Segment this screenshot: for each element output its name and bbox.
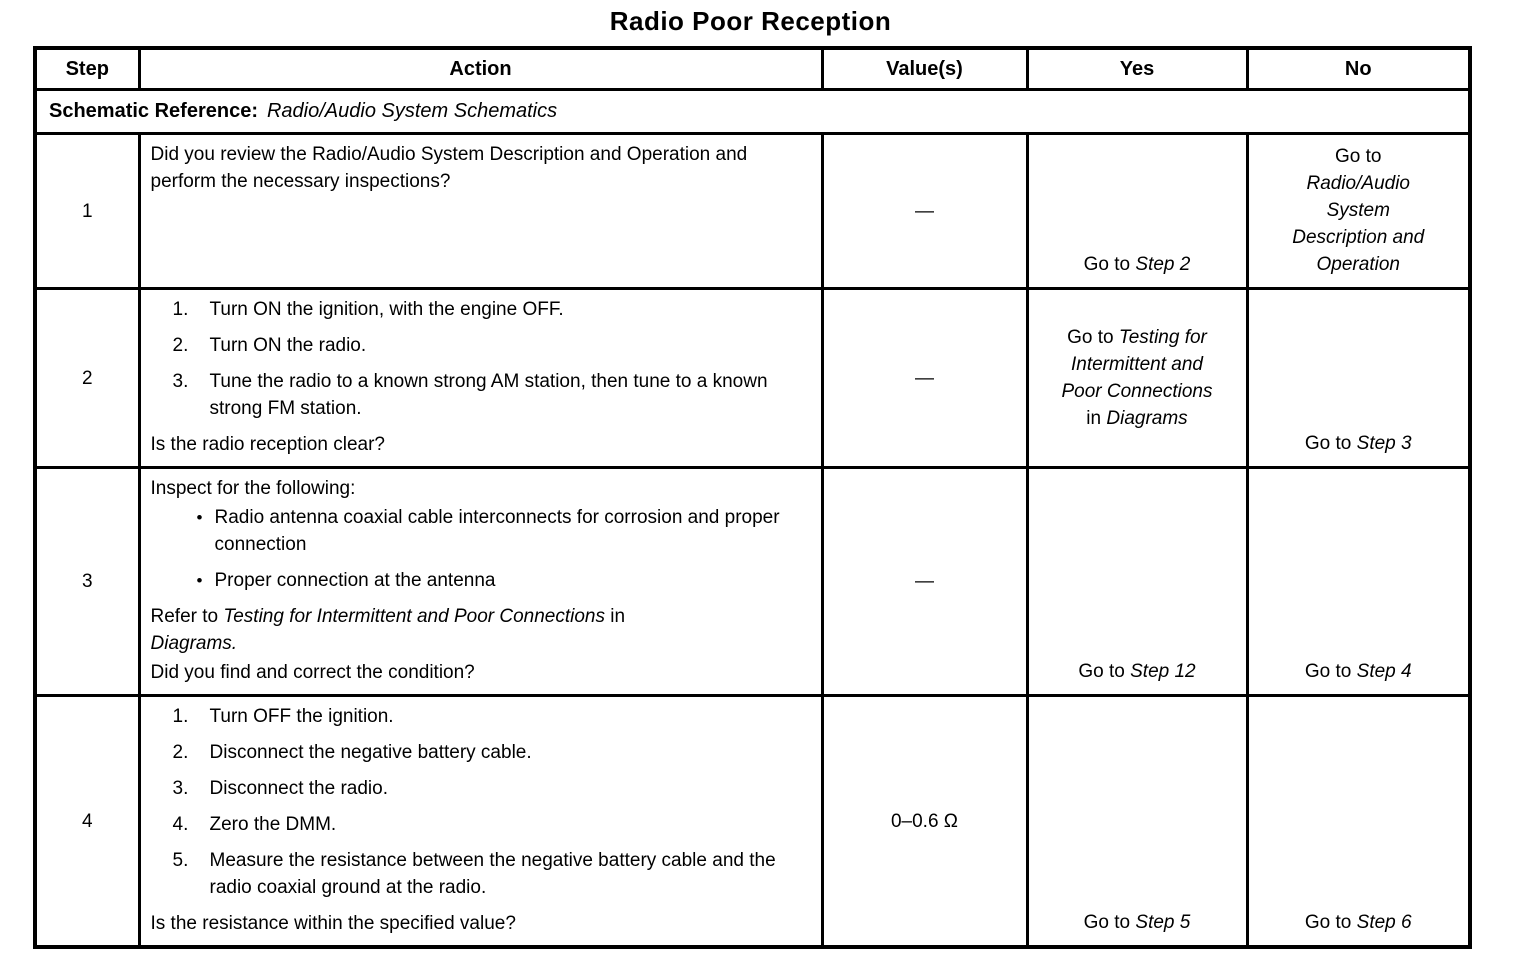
step-cell: 4 [33, 694, 141, 949]
action-numbered: 3. Disconnect the radio. [173, 775, 813, 802]
schematic-reference-row: Schematic Reference: Radio/Audio System S… [33, 88, 1472, 135]
schematic-reference-cell: Schematic Reference: Radio/Audio System S… [33, 88, 1472, 135]
bullet-marker: • [196, 571, 203, 590]
action-para: Refer to Testing for Intermittent and Po… [150, 606, 626, 654]
value-cell: — [820, 132, 1029, 290]
table-row: 2 1. Turn ON the ignition, with the engine… [33, 287, 1472, 469]
list-item-text: Zero the DMM. [209, 814, 337, 835]
list-number: 4. [172, 814, 189, 835]
list-number: 1. [172, 706, 189, 727]
col-header-values: Value(s) [820, 46, 1029, 91]
list-item-text: Radio antenna coaxial cable interconnect… [214, 507, 780, 555]
action-para: Is the resistance within the specified v… [150, 913, 516, 934]
action-numbered: 4. Zero the DMM. [173, 811, 813, 838]
step-cell: 2 [33, 287, 141, 469]
col-header-action: Action [137, 46, 824, 91]
action-numbered: 1. Turn OFF the ignition. [173, 703, 813, 730]
action-para: Inspect for the following: [150, 478, 356, 499]
col-header-step: Step [33, 46, 141, 91]
list-item-text: Turn ON the ignition, with the engine OF… [209, 299, 564, 320]
no-cell: Go to Step 4 [1245, 466, 1472, 697]
action-cell: Did you review the Radio/Audio System De… [137, 132, 824, 290]
schematic-reference-value: Radio/Audio System Schematics [266, 100, 558, 122]
action-numbered: 2. Turn ON the radio. [173, 332, 813, 359]
header-row: Step Action Value(s) Yes No [33, 46, 1472, 91]
action-para: Did you find and correct the condition? [150, 662, 475, 683]
action-numbered: 5. Measure the resistance between the neg… [173, 847, 813, 901]
yes-cell: Go to Step 12 [1025, 466, 1249, 697]
action-bullet: • Radio antenna coaxial cable interconnec… [197, 504, 813, 558]
list-number: 2. [172, 742, 189, 763]
table-row: 4 1. Turn OFF the ignition. 2. Disconnect th… [33, 694, 1472, 949]
no-cell: Go to Step 3 [1245, 287, 1472, 469]
title-wrap: Radio Poor Reception [33, 6, 1468, 37]
action-numbered: 3. Tune the radio to a known strong AM st… [173, 368, 813, 422]
list-number: 5. [172, 850, 189, 871]
list-item-text: Turn ON the radio. [209, 335, 367, 356]
value-cell: — [820, 466, 1029, 697]
list-item-text: Proper connection at the antenna [214, 570, 496, 591]
value-cell: — [820, 287, 1029, 469]
list-item-text: Turn OFF the ignition. [209, 706, 394, 727]
action-para: Did you review the Radio/Audio System De… [150, 144, 748, 192]
value-cell: 0–0.6 Ω [820, 694, 1029, 949]
list-number: 3. [172, 778, 189, 799]
no-cell: Go to Step 6 [1245, 694, 1472, 949]
list-item-text: Disconnect the radio. [209, 778, 389, 799]
diagnostic-table: Step Action Value(s) Yes No Schematic Re… [33, 46, 1472, 949]
col-header-no: No [1245, 46, 1472, 91]
action-para: Is the radio reception clear? [150, 434, 385, 455]
list-item-text: Disconnect the negative battery cable. [209, 742, 532, 763]
action-numbered: 1. Turn ON the ignition, with the engine … [173, 296, 813, 323]
step-cell: 3 [33, 466, 141, 697]
action-bullet: • Proper connection at the antenna [197, 567, 813, 594]
list-item-text: Measure the resistance between the negat… [209, 850, 776, 898]
action-numbered: 2. Disconnect the negative battery cable. [173, 739, 813, 766]
schematic-reference-label: Schematic Reference: [49, 100, 258, 122]
yes-cell: Go to Step 2 [1025, 132, 1249, 290]
list-item-text: Tune the radio to a known strong AM stat… [209, 371, 768, 419]
page-title: Radio Poor Reception [609, 6, 892, 36]
list-number: 3. [172, 371, 189, 392]
table-row: 3 Inspect for the following: • Radio antenn… [33, 466, 1472, 697]
action-cell: 1. Turn OFF the ignition. 2. Disconnect the… [137, 694, 824, 949]
list-number: 2. [172, 335, 189, 356]
yes-cell: Go to Step 5 [1025, 694, 1249, 949]
action-cell: Inspect for the following: • Radio antenna… [137, 466, 824, 697]
bullet-marker: • [196, 508, 203, 527]
step-cell: 1 [33, 132, 141, 290]
action-cell: 1. Turn ON the ignition, with the engine … [137, 287, 824, 469]
list-number: 1. [172, 299, 189, 320]
col-header-yes: Yes [1025, 46, 1249, 91]
